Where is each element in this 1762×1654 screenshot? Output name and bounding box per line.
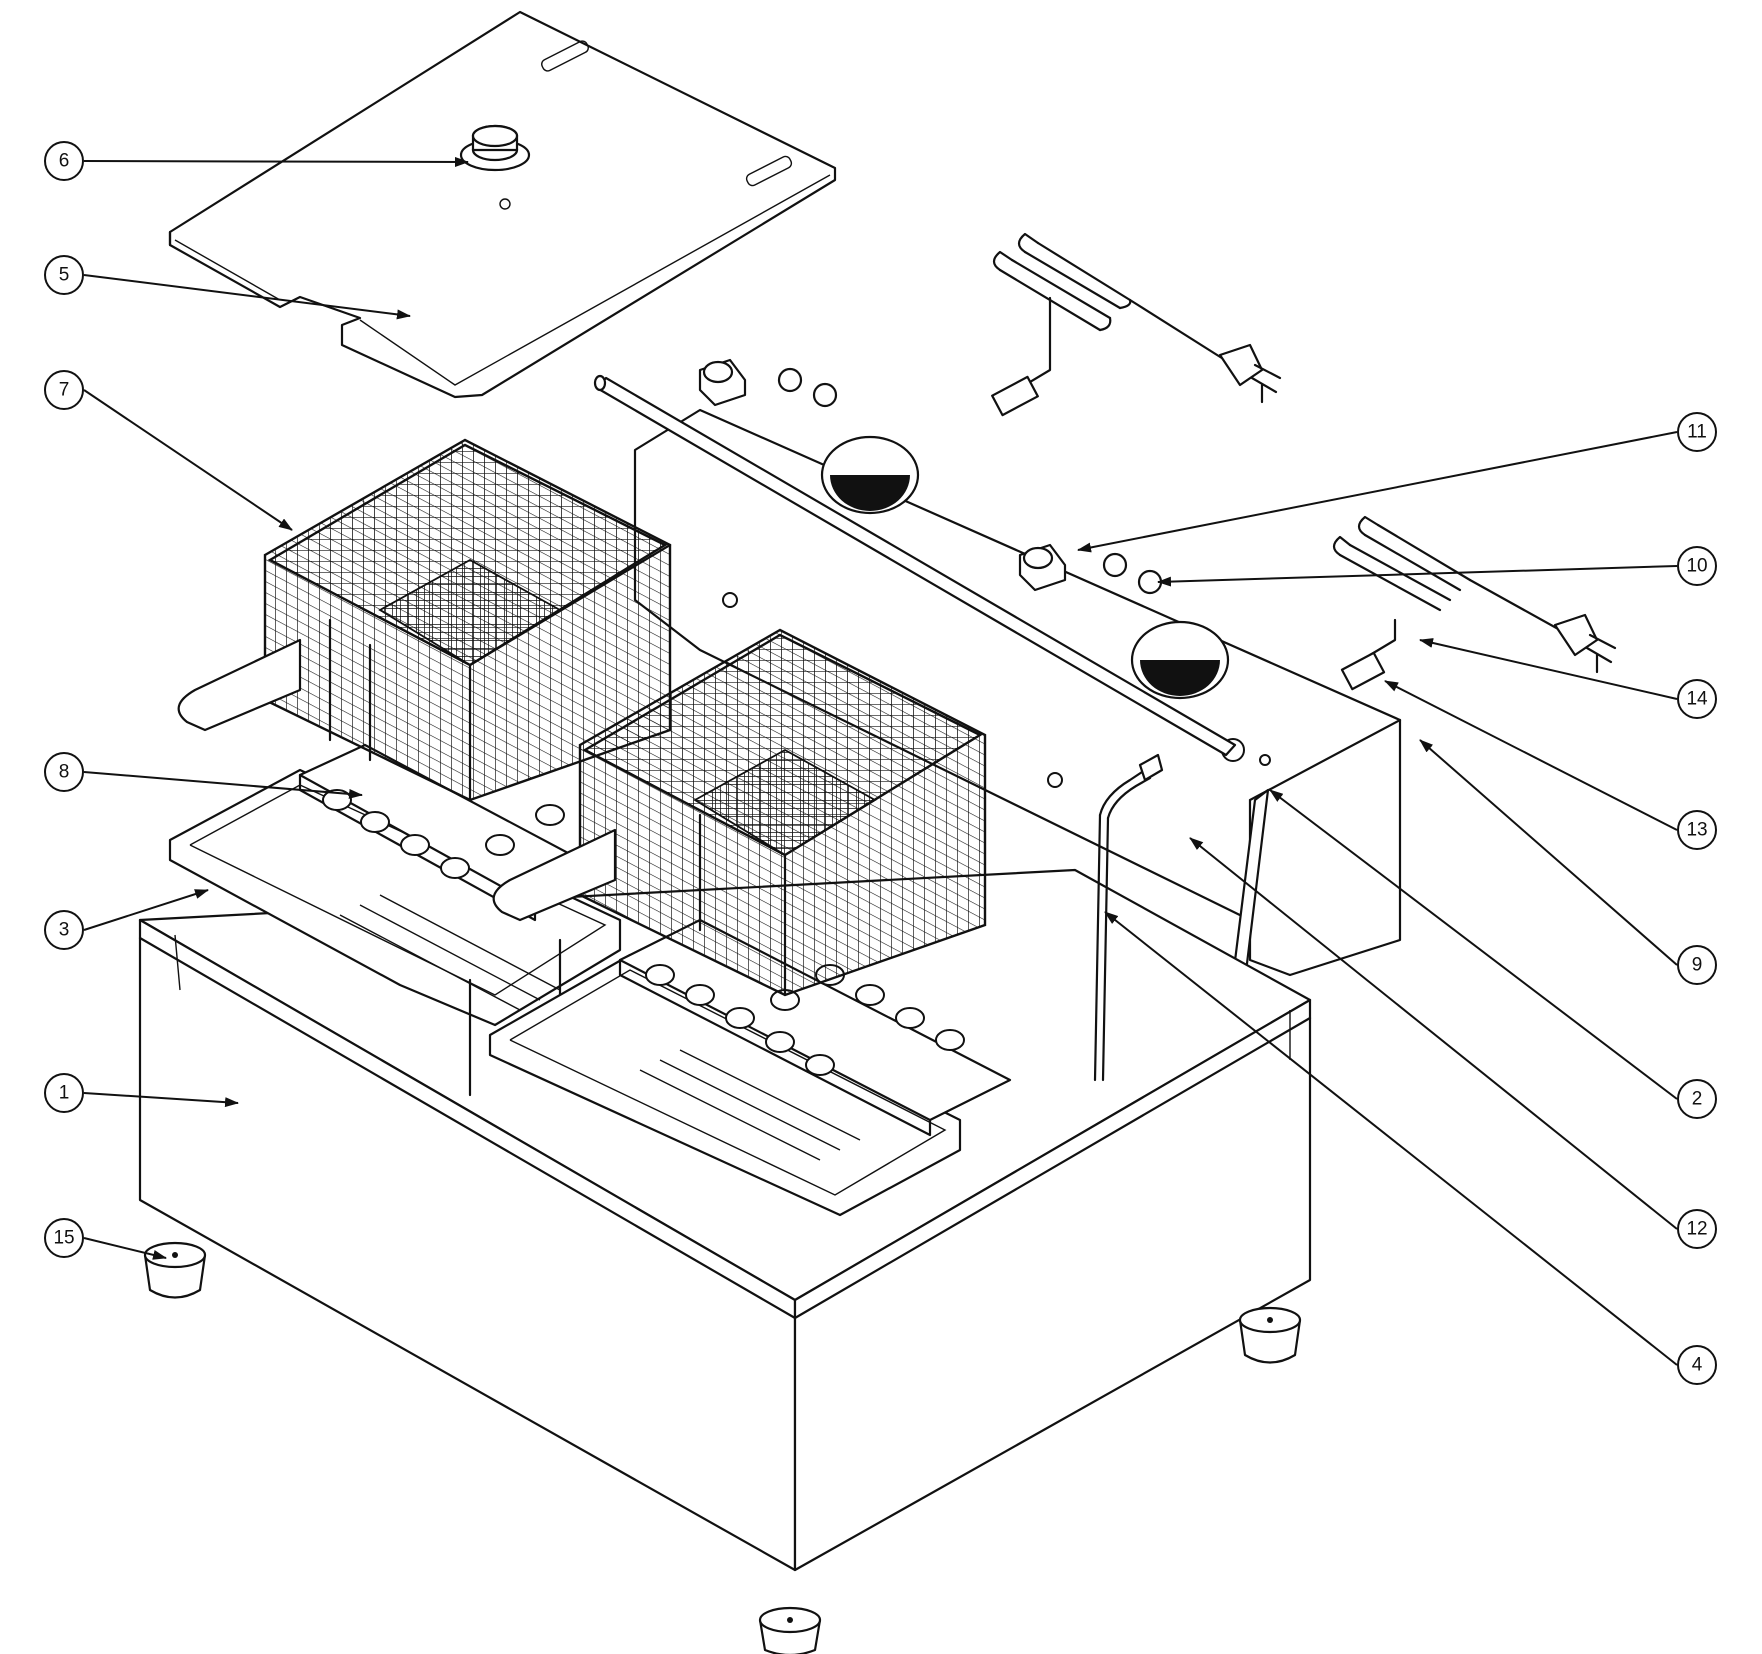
svg-text:14: 14 bbox=[1686, 689, 1708, 710]
svg-text:6: 6 bbox=[59, 151, 70, 172]
svg-text:3: 3 bbox=[59, 920, 70, 941]
svg-text:2: 2 bbox=[1692, 1089, 1703, 1110]
heating-element-front bbox=[1332, 515, 1617, 691]
svg-text:15: 15 bbox=[53, 1228, 74, 1249]
fry-pan-left bbox=[168, 768, 622, 1097]
svg-text:11: 11 bbox=[1687, 422, 1707, 443]
callout-4: 4 bbox=[1677, 1345, 1717, 1385]
lid bbox=[168, 10, 837, 399]
svg-text:5: 5 bbox=[59, 265, 70, 286]
svg-text:7: 7 bbox=[59, 380, 70, 401]
callout-9: 9 bbox=[1677, 945, 1717, 985]
callout-14: 14 bbox=[1677, 679, 1717, 719]
foot-back-right bbox=[1238, 1306, 1302, 1364]
svg-text:9: 9 bbox=[1692, 955, 1703, 976]
svg-text:8: 8 bbox=[59, 762, 70, 783]
foot-front-center bbox=[758, 1606, 822, 1654]
callout-6: 6 bbox=[44, 141, 84, 181]
callout-1: 1 bbox=[44, 1073, 84, 1113]
lid-knob bbox=[459, 124, 531, 172]
callout-15: 15 bbox=[44, 1218, 84, 1258]
callout-13: 13 bbox=[1677, 810, 1717, 850]
leader-lines bbox=[83, 156, 1678, 1366]
svg-text:12: 12 bbox=[1686, 1219, 1707, 1240]
callout-10: 10 bbox=[1677, 546, 1717, 586]
callout-2: 2 bbox=[1677, 1079, 1717, 1119]
callout-11: 11 bbox=[1677, 412, 1717, 452]
heating-element-rear bbox=[991, 232, 1282, 417]
basket-right bbox=[492, 628, 987, 997]
callout-8: 8 bbox=[44, 752, 84, 792]
svg-text:10: 10 bbox=[1686, 556, 1707, 577]
svg-text:13: 13 bbox=[1686, 820, 1707, 841]
callout-12: 12 bbox=[1677, 1209, 1717, 1249]
callout-3: 3 bbox=[44, 910, 84, 950]
callout-7: 7 bbox=[44, 370, 84, 410]
basket-left bbox=[177, 438, 672, 802]
top-rail bbox=[593, 374, 1237, 757]
lifting-arm bbox=[1093, 753, 1164, 1082]
foot-front-left bbox=[143, 1241, 207, 1299]
svg-text:1: 1 bbox=[59, 1083, 70, 1104]
callout-5: 5 bbox=[44, 255, 84, 295]
svg-text:4: 4 bbox=[1692, 1355, 1703, 1376]
